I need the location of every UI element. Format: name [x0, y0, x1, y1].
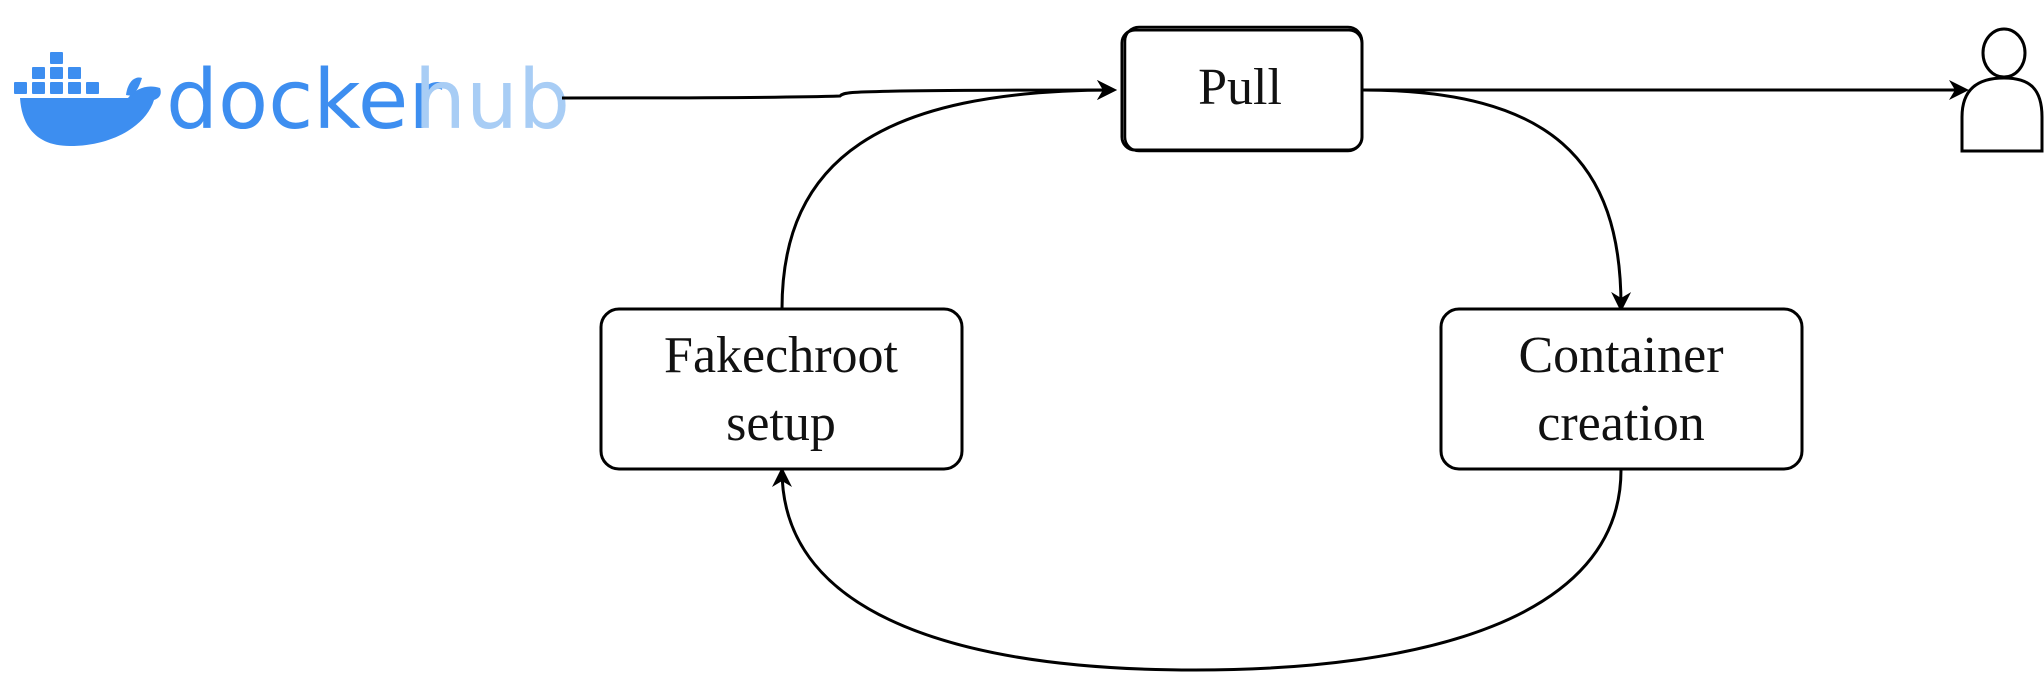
docker-whale-icon — [14, 52, 161, 146]
node-container-label-line2: creation — [1537, 395, 1704, 452]
node-pull-label: Pull — [1198, 59, 1282, 116]
node-fakechroot-label-line2: setup — [726, 395, 836, 452]
node-container-creation: Container creation — [1439, 307, 1804, 471]
edge-dockerhub-to-pull — [561, 80, 1117, 101]
edge-pull-to-container — [1362, 88, 1632, 312]
node-container-label-line1: Container — [1518, 327, 1723, 384]
dockerhub-logo: docker hub — [14, 52, 570, 148]
node-fakechroot-setup: Fakechroot setup — [599, 307, 964, 471]
edge-fakechroot-to-pull — [780, 80, 1117, 310]
node-fakechroot-label-line1: Fakechroot — [664, 327, 898, 384]
logo-word-hub: hub — [414, 53, 570, 148]
user-icon — [1960, 27, 2044, 153]
edge-container-to-fakechroot — [772, 467, 1623, 672]
logo-word-docker: docker — [166, 53, 442, 148]
node-pull: Pull — [1120, 25, 1364, 153]
